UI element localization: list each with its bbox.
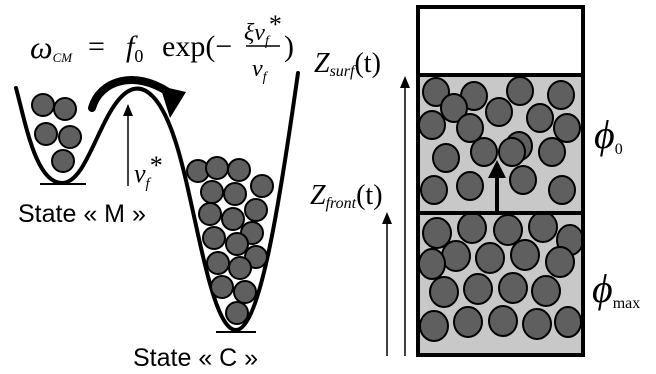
sedimentation-column: Zsurf(t) Zfront(t) ϕ0 ϕmax	[310, 5, 640, 357]
particle	[453, 306, 483, 338]
particle	[545, 246, 575, 278]
particle-m	[34, 122, 58, 146]
particle	[485, 97, 513, 127]
particle	[498, 137, 526, 167]
particle	[509, 165, 537, 195]
particle	[456, 171, 484, 201]
particle	[554, 306, 582, 338]
particle-c	[221, 207, 245, 231]
particle-c	[228, 256, 252, 280]
particle	[498, 272, 528, 304]
particle-c	[223, 182, 247, 206]
rate-equation: ωCM = f0 exp(− ξvf* vf )	[30, 10, 294, 85]
equation-denominator: vf	[252, 56, 269, 85]
particle	[420, 175, 448, 205]
column-outline	[416, 5, 585, 357]
barrier-height-arrowhead	[123, 104, 133, 116]
z-front-label: Zfront(t)	[310, 180, 383, 212]
particle	[441, 240, 471, 272]
hop-arrow-head	[160, 86, 186, 118]
state-m-label: State « M »	[18, 200, 146, 228]
equation-lhs: ωCM	[30, 29, 73, 65]
particle	[456, 113, 484, 143]
particle	[419, 310, 449, 342]
particle	[531, 275, 561, 307]
particle	[528, 211, 558, 243]
equation-equals: =	[88, 30, 105, 63]
particle	[506, 76, 534, 106]
particle	[440, 93, 468, 123]
z-surf-arrowhead	[400, 76, 410, 88]
suspension-particles	[418, 76, 581, 205]
equation-exp: exp(−	[162, 30, 232, 63]
z-front-arrowhead	[382, 212, 392, 224]
particle-c	[205, 156, 229, 180]
equation-prefactor: f0	[126, 30, 143, 66]
equation-close: )	[284, 30, 294, 63]
hop-arrow-arc	[88, 76, 172, 112]
particle	[475, 242, 505, 274]
particle	[522, 308, 552, 340]
state-c-particles	[186, 156, 274, 325]
particle	[553, 113, 581, 143]
state-m-particles	[31, 93, 82, 173]
particle-c	[210, 275, 234, 299]
particle-c	[206, 251, 230, 275]
front-arrow-head	[488, 160, 506, 178]
particle-c	[198, 202, 222, 226]
particle-m	[53, 97, 77, 121]
particle-c	[227, 158, 251, 182]
z-surf-label: Zsurf(t)	[314, 48, 381, 80]
particle-c	[233, 280, 257, 304]
particle	[418, 110, 446, 140]
particle-c	[202, 226, 226, 250]
particle	[422, 217, 452, 249]
particle-c	[200, 180, 224, 204]
particle	[463, 273, 493, 305]
particle	[526, 103, 554, 133]
particle-c	[244, 198, 268, 222]
particle-m	[58, 125, 82, 149]
barrier-label: vf*	[134, 151, 163, 192]
crystal-particles	[418, 211, 584, 342]
particle	[418, 248, 446, 280]
particle	[470, 137, 498, 167]
potential-panel: vf* State « M » State « C »	[14, 71, 300, 372]
supernatant-region	[418, 7, 583, 75]
particle	[432, 143, 460, 173]
particle-c	[250, 174, 274, 198]
particle-c	[225, 232, 249, 256]
state-c-label: State « C »	[133, 344, 258, 372]
particle	[510, 239, 540, 271]
particle	[457, 212, 487, 244]
particle	[429, 276, 459, 308]
particle	[488, 305, 518, 337]
potential-curve	[14, 71, 300, 333]
particle	[422, 77, 450, 107]
phi0-label: ϕ0	[594, 112, 623, 158]
phimax-label: ϕmax	[592, 266, 640, 312]
particle	[548, 175, 576, 205]
particle	[493, 214, 523, 246]
particle	[547, 80, 575, 110]
particle-m	[31, 93, 55, 117]
equation-numerator: ξvf*	[244, 10, 282, 49]
particle-c	[225, 301, 249, 325]
particle-m	[51, 149, 75, 173]
particle	[538, 137, 566, 167]
